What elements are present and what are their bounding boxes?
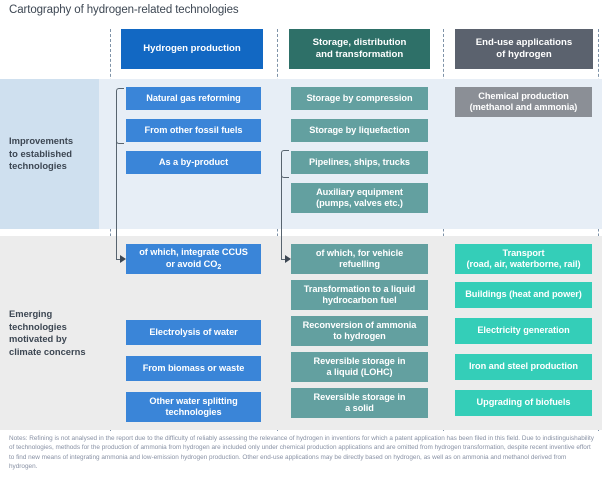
node-natural-gas-reforming-label: Natural gas reforming	[146, 92, 241, 103]
established-label-line-2: to established	[9, 147, 73, 159]
node-storage-by-compression-label: Storage by compression	[306, 92, 413, 103]
storage-header-line-2: and transformation	[315, 49, 404, 60]
node-pipelines-ships-trucks-label: Pipelines, ships, trucks	[309, 156, 410, 167]
node-chemical-production[interactable]: Chemical production (methanol and ammoni…	[455, 87, 592, 117]
column-header-end-use-applications: End-use applications of hydrogen	[455, 29, 593, 69]
storage-header-line-1: Storage, distribution	[312, 37, 407, 48]
connector-line-storage-horizontal	[281, 259, 288, 260]
node-lohc-label-line-1: Reversible storage in	[313, 355, 406, 366]
emerging-label-line-3: motivated by	[9, 333, 67, 344]
node-from-other-fossil-fuels[interactable]: From other fossil fuels	[126, 119, 261, 142]
node-natural-gas-reforming[interactable]: Natural gas reforming	[126, 87, 261, 110]
node-reversible-storage-in-a-solid[interactable]: Reversible storage in a solid	[291, 388, 428, 418]
node-reconversion-of-ammonia-to-hydrogen[interactable]: Reconversion of ammonia to hydrogen	[291, 316, 428, 346]
node-reconversion-label-line-2: to hydrogen	[333, 331, 386, 341]
node-storage-by-liquefaction-label: Storage by liquefaction	[309, 124, 410, 135]
emerging-label-line-4: climate concerns	[9, 345, 86, 357]
column-headers: Hydrogen production Storage, distributio…	[0, 29, 602, 69]
node-water-splitting-label-line-2: technologies	[165, 407, 222, 417]
node-from-biomass-or-waste[interactable]: From biomass or waste	[126, 356, 261, 381]
node-storage-by-compression[interactable]: Storage by compression	[291, 87, 428, 110]
node-upgrading-of-biofuels-label: Upgrading of biofuels	[476, 397, 571, 408]
established-label-line-3: technologies	[9, 160, 67, 172]
node-transport-label-line-2: (road, air, waterborne, rail)	[466, 259, 581, 269]
node-electrolysis-of-water[interactable]: Electrolysis of water	[126, 320, 261, 345]
node-buildings-heat-and-power[interactable]: Buildings (heat and power)	[455, 282, 592, 308]
node-reconversion-label-line-1: Reconversion of ammonia	[302, 319, 417, 330]
node-iron-and-steel-label: Iron and steel production	[468, 361, 578, 372]
node-ccus-label-line-1: of which, integrate CCUS	[139, 247, 248, 257]
node-from-biomass-or-waste-label: From biomass or waste	[142, 362, 245, 373]
node-for-vehicle-refuelling[interactable]: of which, for vehicle refuelling	[291, 244, 428, 274]
page-title: Cartography of hydrogen-related technolo…	[9, 4, 239, 16]
node-chemical-production-label-line-2: (methanol and ammonia)	[469, 102, 578, 112]
node-as-a-by-product-label: As a by-product	[158, 156, 229, 167]
node-other-water-splitting-technologies[interactable]: Other water splitting technologies	[126, 392, 261, 422]
node-auxiliary-equipment[interactable]: Auxiliary equipment (pumps, valves etc.)	[291, 183, 428, 213]
connector-line-production-horizontal	[116, 259, 123, 260]
connector-line-storage-vertical	[281, 163, 282, 259]
node-reversible-storage-in-a-liquid-lohc[interactable]: Reversible storage in a liquid (LOHC)	[291, 352, 428, 382]
connector-line-production-vertical	[116, 115, 117, 259]
node-transport[interactable]: Transport (road, air, waterborne, rail)	[455, 244, 592, 274]
node-transformation-label-line-2: hydrocarbon fuel	[322, 295, 397, 305]
node-integrate-ccus-or-avoid-co2[interactable]: of which, integrate CCUS or avoid CO2	[126, 244, 261, 274]
node-vehicle-refuelling-label-line-2: refuelling	[339, 259, 380, 269]
node-transport-label-line-1: Transport	[502, 247, 545, 258]
node-pipelines-ships-trucks[interactable]: Pipelines, ships, trucks	[291, 151, 428, 174]
node-electricity-generation-label: Electricity generation	[477, 325, 570, 336]
node-water-splitting-label-line-1: Other water splitting	[149, 395, 238, 406]
column-header-hydrogen-production-label: Hydrogen production	[143, 43, 241, 54]
section-established-label: Improvements to established technologies	[0, 79, 99, 229]
column-header-storage-distribution: Storage, distribution and transformation	[289, 29, 430, 69]
node-electricity-generation[interactable]: Electricity generation	[455, 318, 592, 344]
bracket-storage	[281, 150, 289, 178]
section-emerging-label: Emerging technologies motivated by clima…	[0, 236, 99, 430]
column-header-storage-distribution-label: Storage, distribution and transformation	[313, 37, 407, 61]
node-transformation-label-line-1: Transformation to a liquid	[303, 283, 416, 294]
node-auxiliary-equipment-label-line-1: Auxiliary equipment	[316, 186, 403, 197]
node-electrolysis-of-water-label: Electrolysis of water	[149, 326, 238, 337]
emerging-label-line-2: technologies	[9, 320, 67, 332]
notes-text: Notes: Refining is not analysed in the r…	[9, 435, 594, 470]
established-label-line-1: Improvements	[9, 135, 74, 147]
node-vehicle-refuelling-label-line-1: of which, for vehicle	[315, 247, 404, 258]
node-iron-and-steel-production[interactable]: Iron and steel production	[455, 354, 592, 380]
column-separator-right	[598, 29, 599, 431]
node-ccus-subscript: 2	[217, 263, 222, 271]
node-solid-storage-label-line-1: Reversible storage in	[313, 391, 406, 402]
bracket-production	[116, 88, 124, 144]
arrow-head-production	[120, 255, 126, 263]
node-ccus-label-line-2: or avoid CO	[165, 258, 218, 269]
node-chemical-production-label-line-1: Chemical production	[478, 90, 569, 101]
node-as-a-by-product[interactable]: As a by-product	[126, 151, 261, 174]
node-solid-storage-label-line-2: a solid	[345, 403, 374, 413]
column-separator-left	[110, 29, 111, 431]
column-header-end-use-applications-label: End-use applications of hydrogen	[476, 37, 573, 61]
column-separator-mid-right	[443, 29, 444, 431]
node-auxiliary-equipment-label-line-2: (pumps, valves etc.)	[316, 198, 403, 208]
node-transformation-to-liquid-hydrocarbon-fuel[interactable]: Transformation to a liquid hydrocarbon f…	[291, 280, 428, 310]
enduse-header-line-2: of hydrogen	[496, 49, 552, 60]
enduse-header-line-1: End-use applications	[475, 37, 573, 48]
node-lohc-label-line-2: a liquid (LOHC)	[326, 367, 393, 377]
node-from-other-fossil-fuels-label: From other fossil fuels	[144, 124, 243, 135]
column-header-hydrogen-production: Hydrogen production	[121, 29, 263, 69]
arrow-head-storage	[285, 255, 291, 263]
column-separator-mid-left	[277, 29, 278, 431]
node-storage-by-liquefaction[interactable]: Storage by liquefaction	[291, 119, 428, 142]
emerging-label-line-1: Emerging	[9, 308, 53, 319]
node-upgrading-of-biofuels[interactable]: Upgrading of biofuels	[455, 390, 592, 416]
node-buildings-label: Buildings (heat and power)	[465, 289, 582, 300]
